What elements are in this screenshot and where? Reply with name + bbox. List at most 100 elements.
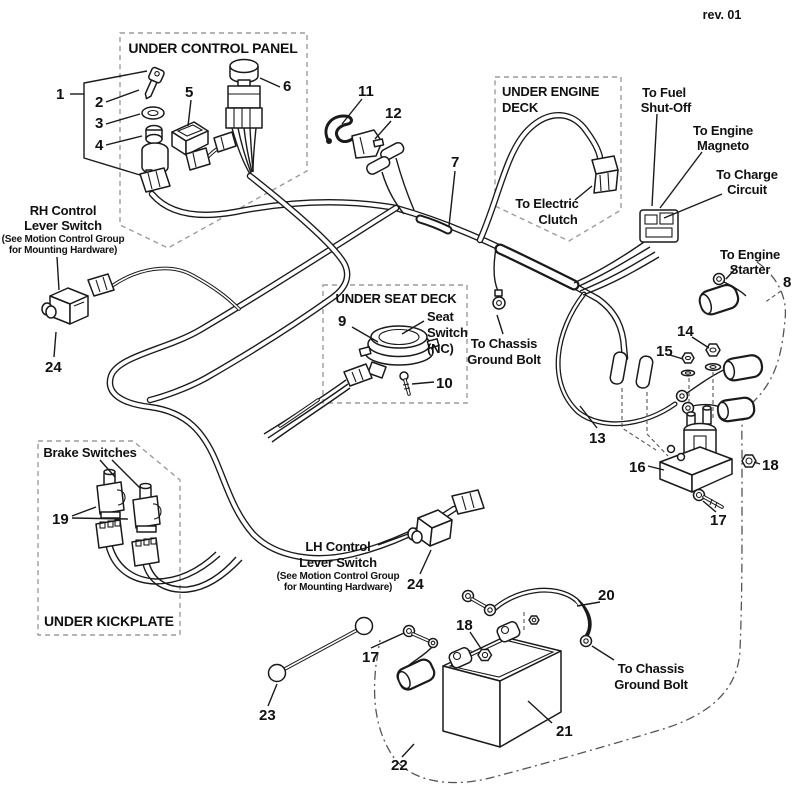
part-number-24-lh: 24 <box>407 576 424 593</box>
under-control-panel-box <box>119 32 308 249</box>
clutch-connection-label: To Electric Clutch <box>515 196 579 227</box>
nut-18-battery <box>477 648 493 662</box>
rh-label-line1: RH Control <box>30 203 97 218</box>
brake-connector-1 <box>95 519 124 549</box>
cable-tie <box>324 114 357 144</box>
seat-label-line2: Switch <box>427 325 468 340</box>
starter-label-2: Starter <box>730 262 771 277</box>
key-cap <box>141 106 165 120</box>
screw-10 <box>399 371 411 396</box>
part-number-20: 20 <box>598 587 615 604</box>
rod-23 <box>267 616 374 683</box>
clutch-connector <box>591 155 619 194</box>
part-number-1: 1 <box>56 86 64 103</box>
magneto-label-1: To Engine <box>693 123 753 138</box>
engine-connector <box>639 209 679 243</box>
connector-12 <box>351 129 385 159</box>
panel-connector-b <box>185 147 211 171</box>
brake-switches-label: Brake Switches <box>43 445 136 460</box>
part-number-12: 12 <box>385 105 402 122</box>
thin-wires <box>105 127 747 667</box>
battery-ground-cable <box>489 587 592 639</box>
lh-control-lever-switch <box>407 489 485 547</box>
chassis-outline <box>373 261 787 784</box>
cable-tie-head <box>326 138 332 144</box>
brake-connector-2 <box>131 537 160 567</box>
rh-label-line2: Lever Switch <box>24 218 102 233</box>
chassis-bot-label-1: To Chassis <box>618 661 684 676</box>
ignition-key <box>144 66 165 100</box>
revision-label: rev. 01 <box>703 8 742 22</box>
boot-1 <box>698 283 740 316</box>
brake-switch-2 <box>132 482 162 533</box>
part-number-22: 22 <box>391 757 408 774</box>
charge-connection-label: To Charge Circuit <box>716 167 778 197</box>
clutch-label-2: Clutch <box>538 212 578 227</box>
fuel-label-2: Shut-Off <box>641 100 692 115</box>
lh-label-note2: for Mounting Hardware) <box>284 582 392 593</box>
battery-terminal-left <box>448 647 473 669</box>
part-number-17: 17 <box>710 512 727 529</box>
battery-terminal-right <box>496 621 521 643</box>
ring-20a <box>483 603 497 617</box>
nut-15 <box>680 352 696 377</box>
rh-label-note2: for Mounting Hardware) <box>9 245 117 256</box>
part-number-2: 2 <box>95 94 103 111</box>
part-number-10: 10 <box>436 375 453 392</box>
rh-label-note1: (See Motion Control Group <box>2 234 125 245</box>
boot-3 <box>716 396 756 423</box>
main-harness <box>106 112 629 562</box>
seat-switch <box>358 325 440 379</box>
chassis-mid-label-2: Ground Bolt <box>467 352 541 367</box>
under-seat-deck-box <box>322 284 468 404</box>
solenoid-cable <box>555 291 678 427</box>
under-engine-deck-title-2: DECK <box>502 100 539 115</box>
magneto-connection-label: To Engine Magneto <box>693 123 753 153</box>
chassis-ground-ring-mid <box>492 289 506 310</box>
bolt-17-battery <box>402 624 431 643</box>
part-number-3: 3 <box>95 115 103 132</box>
lh-label-note1: (See Motion Control Group <box>277 571 400 582</box>
bolt-20 <box>461 589 488 609</box>
pto-switch <box>225 58 263 129</box>
under-control-panel-title: UNDER CONTROL PANEL <box>128 40 298 56</box>
part-number-4: 4 <box>95 137 104 154</box>
under-engine-deck-title-1: UNDER ENGINE <box>502 84 600 99</box>
starter-label-1: To Engine <box>720 247 780 262</box>
panel-connector-c <box>213 131 237 153</box>
cable-ring-terminals <box>675 389 695 415</box>
part-number-9: 9 <box>338 313 346 330</box>
boot-2 <box>722 354 764 382</box>
lh-label-line1: LH Control <box>305 539 370 554</box>
ring-17-battery <box>427 637 439 649</box>
rh-control-lever-switch <box>41 273 115 325</box>
chassis-bot-label-2: Ground Bolt <box>614 677 688 692</box>
part-number-23: 23 <box>259 707 276 724</box>
ring-20b <box>579 634 593 648</box>
nut-18-solenoid <box>741 454 757 468</box>
magneto-label-2: Magneto <box>697 138 749 153</box>
bullet-terminals-12 <box>366 141 405 175</box>
part-number-6: 6 <box>283 78 291 95</box>
harness-bullet-terminals <box>609 351 654 389</box>
under-kickplate-title: UNDER KICKPLATE <box>44 613 174 629</box>
clutch-label-1: To Electric <box>515 196 578 211</box>
part-number-7: 7 <box>451 154 459 171</box>
solenoid <box>659 405 733 493</box>
part-number-17-battery: 17 <box>362 649 379 666</box>
nut-14 <box>704 343 722 371</box>
panel-connector-a <box>139 167 171 193</box>
part-number-8: 8 <box>783 274 791 291</box>
under-seat-deck-title: UNDER SEAT DECK <box>336 291 458 306</box>
starter-ring-terminal <box>712 272 726 286</box>
seat-label-line3: (NC) <box>427 341 454 356</box>
rh-control-label: RH Control Lever Switch (See Motion Cont… <box>2 203 125 256</box>
leader-lines <box>53 70 782 758</box>
seat-switch-label: Seat Switch (NC) <box>427 309 468 356</box>
charge-label-2: Circuit <box>727 182 768 197</box>
part-number-13: 13 <box>589 430 606 447</box>
under-engine-deck-box <box>494 76 622 242</box>
charge-label-1: To Charge <box>716 167 778 182</box>
